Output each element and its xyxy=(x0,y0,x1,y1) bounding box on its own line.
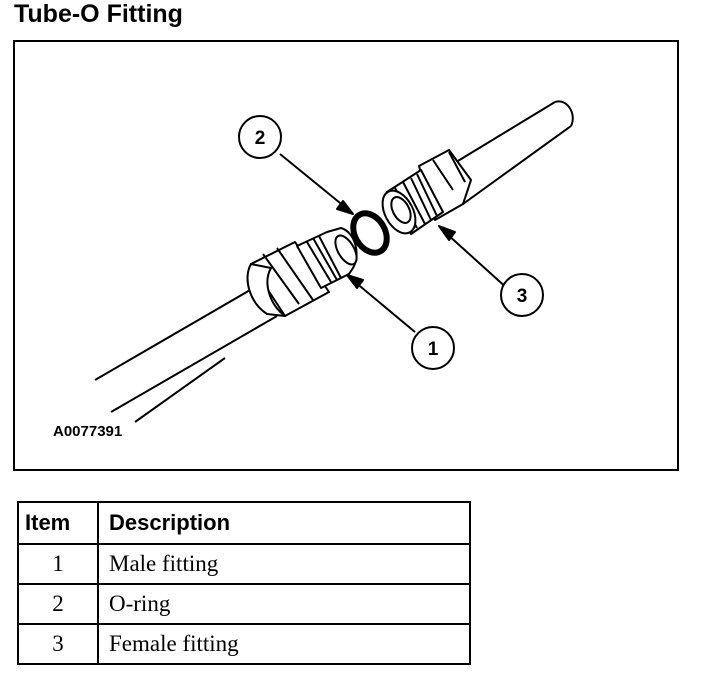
callout-number: 3 xyxy=(517,286,528,307)
leader-lines xyxy=(134,153,510,423)
column-header-description: Description xyxy=(97,501,471,545)
item-description: Female fitting xyxy=(97,623,471,665)
table-row: 1 Male fitting xyxy=(17,543,471,585)
page-title: Tube-O Fitting xyxy=(14,0,183,28)
callout-1: 1 xyxy=(411,326,455,370)
tube-o-fitting-illustration: 1 2 3 xyxy=(94,100,574,423)
callout-number: 2 xyxy=(255,128,266,149)
callout-3: 3 xyxy=(500,273,544,317)
figure-frame: 1 2 3 A0077391 xyxy=(13,40,679,471)
item-number: 2 xyxy=(17,583,99,625)
item-number: 3 xyxy=(17,623,99,665)
o-ring xyxy=(350,210,390,256)
column-header-item: Item xyxy=(17,501,99,545)
item-description: O-ring xyxy=(97,583,471,625)
legend-header-row: Item Description xyxy=(17,501,471,545)
item-number: 1 xyxy=(17,543,99,585)
callout-number: 1 xyxy=(428,339,439,360)
legend-table: Item Description 1 Male fitting 2 O-ring… xyxy=(17,501,471,665)
table-row: 2 O-ring xyxy=(17,583,471,625)
female-fitting xyxy=(381,100,574,235)
male-tube xyxy=(94,285,278,413)
callout-2: 2 xyxy=(238,115,282,159)
male-fitting xyxy=(246,227,358,317)
table-row: 3 Female fitting xyxy=(17,623,471,665)
item-description: Male fitting xyxy=(97,543,471,585)
figure-id: A0077391 xyxy=(53,423,123,440)
